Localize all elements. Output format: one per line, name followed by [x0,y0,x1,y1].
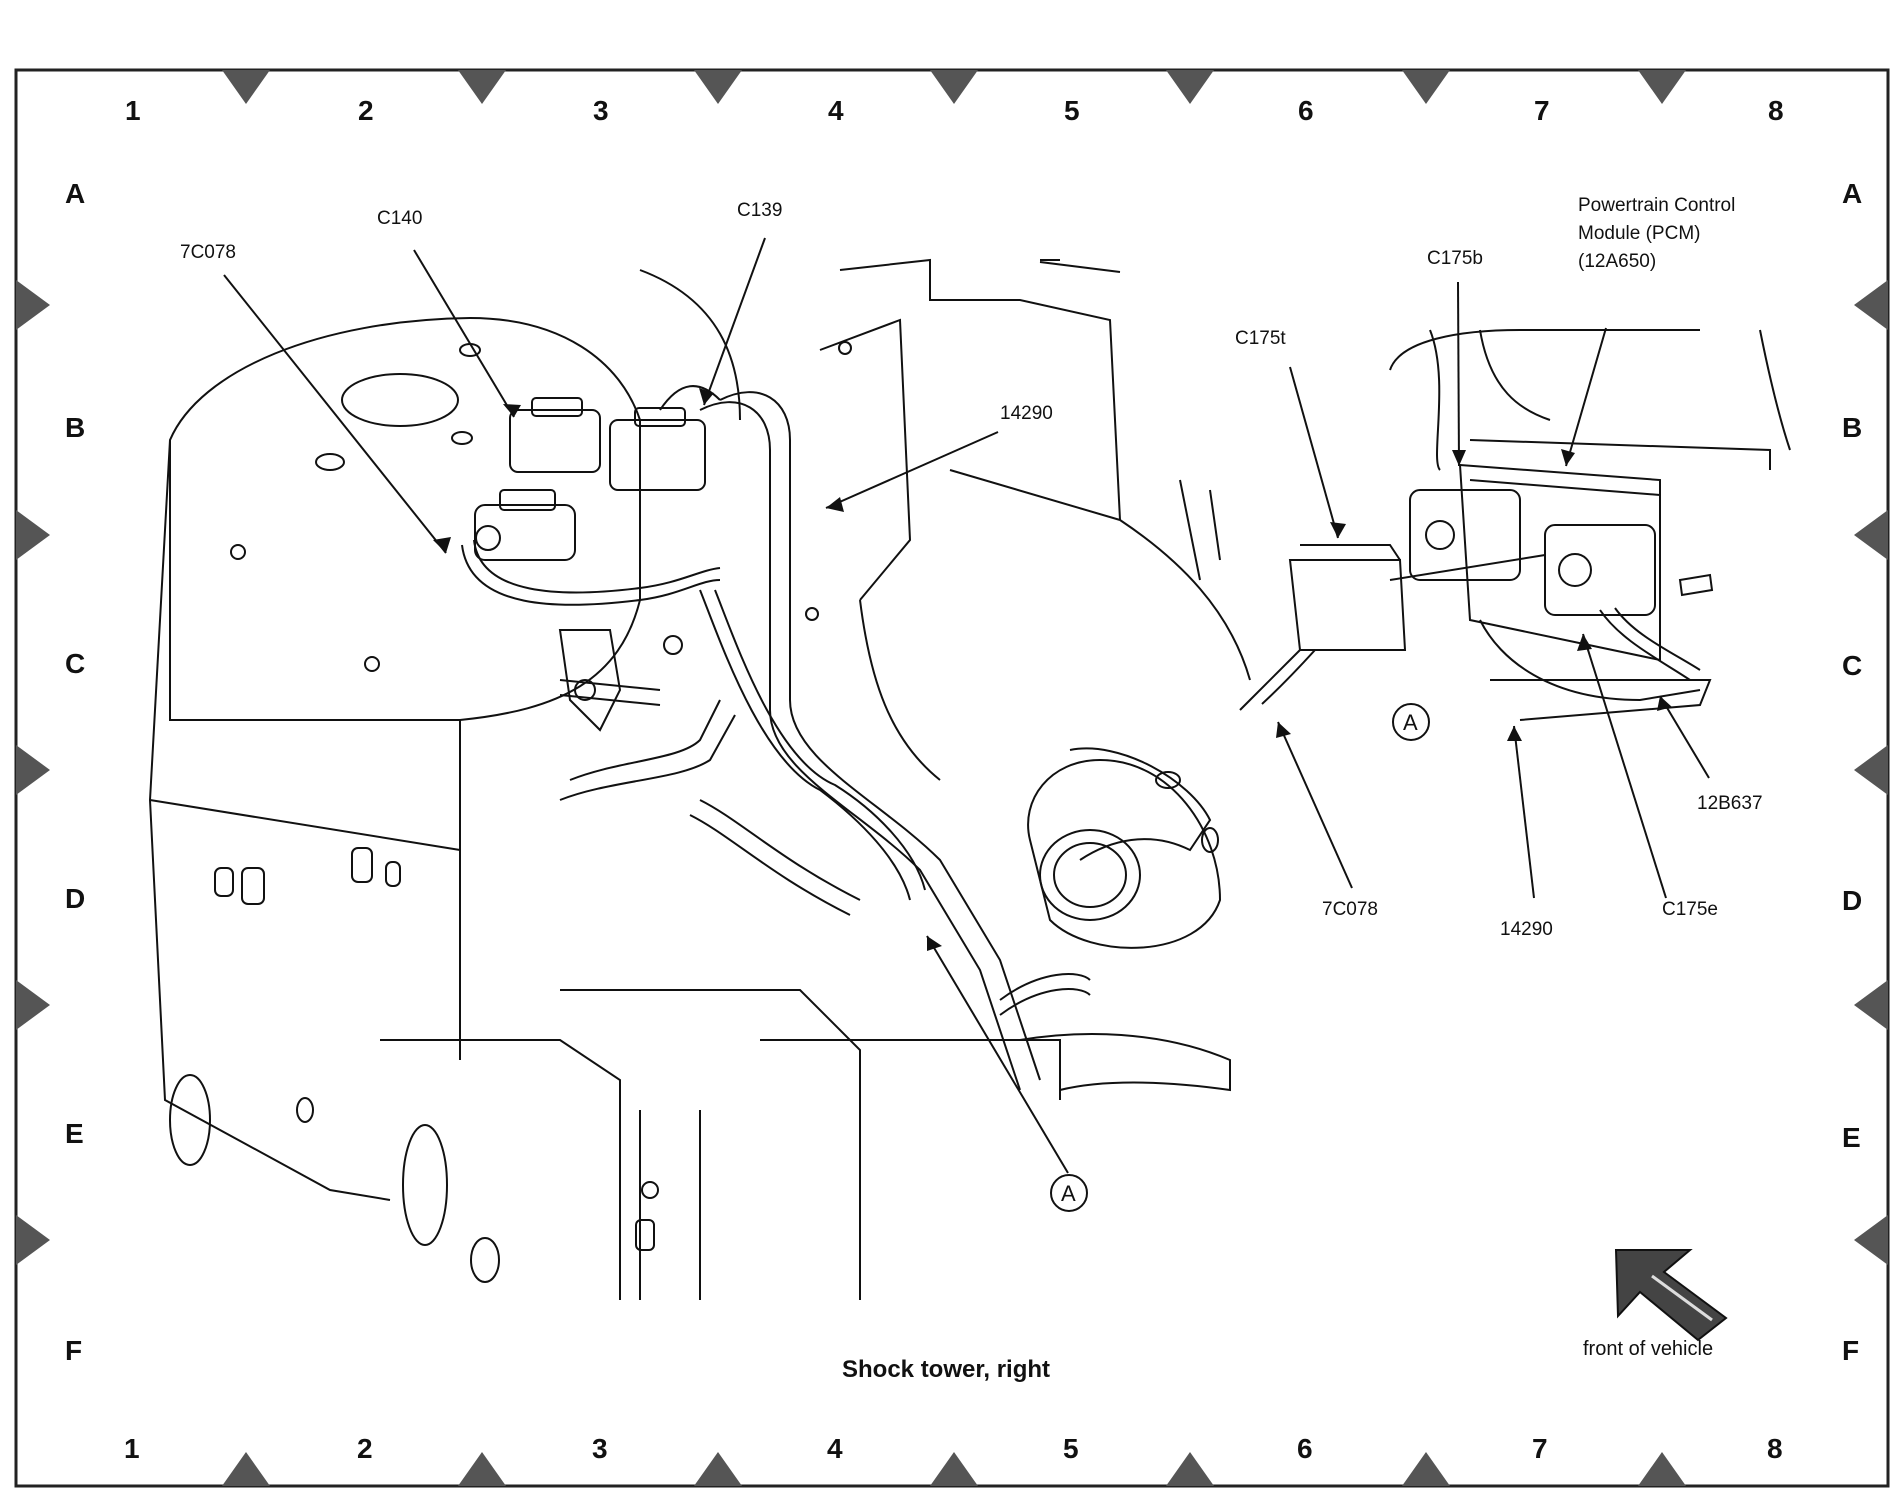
column-label-3-bottom: 3 [592,1433,608,1464]
column-label-7-top: 7 [1534,95,1550,126]
callout-pcm: Powertrain Control Module (PCM) (12A650) [1578,195,1736,272]
leader-lines [223,237,1710,1174]
row-label-c-left: C [65,648,86,679]
detail-circle-bottom [1050,1174,1088,1212]
row-label-a-left: A [65,178,86,209]
diagram-border [14,68,1890,1488]
harness-left [461,385,1091,1091]
row-label-a-right: A [1842,178,1863,209]
row-label-f-right: F [1842,1335,1860,1366]
column-label-6-bottom: 6 [1297,1433,1313,1464]
column-label-4-bottom: 4 [827,1433,843,1464]
front-of-vehicle-label: front of vehicle [1583,1338,1714,1360]
callout-c175t: C175t [1235,328,1286,349]
callout-c175b: C175b [1427,248,1483,269]
row-label-e-right: E [1842,1122,1861,1153]
detail-marker-bottom: A [1061,1181,1076,1206]
inner-fender-outline [639,258,1251,1092]
column-label-8-top: 8 [1768,95,1784,126]
column-label-4-top: 4 [828,95,844,126]
row-label-b-left: B [65,412,86,443]
callout-c139: C139 [737,200,783,221]
column-label-5-bottom: 5 [1063,1433,1079,1464]
callout-14290-left: 14290 [1000,403,1053,424]
row-label-f-left: F [65,1335,83,1366]
row-label-c-right: C [1842,650,1863,681]
callout-7c078-right: 7C078 [1322,899,1378,920]
row-label-b-right: B [1842,412,1863,443]
detail-marker-right: A [1403,710,1418,735]
diagram-caption: Shock tower, right [842,1356,1051,1383]
zone-markers [16,70,1888,1486]
column-label-2-bottom: 2 [357,1433,373,1464]
callout-7c078-left: 7C078 [180,242,236,263]
callout-14290-right: 14290 [1500,919,1553,940]
callout-c175e: C175e [1662,899,1718,920]
row-label-d-left: D [65,883,86,914]
row-label-d-right: D [1842,885,1863,916]
detail-circle-right [1392,703,1430,741]
column-label-5-top: 5 [1064,95,1080,126]
callout-12b637: 12B637 [1697,793,1763,814]
column-label-8-bottom: 8 [1767,1433,1783,1464]
callout-c140: C140 [377,208,423,229]
column-label-1-bottom: 1 [124,1433,140,1464]
column-label-6-top: 6 [1298,95,1314,126]
column-label-7-bottom: 7 [1532,1433,1548,1464]
row-label-e-left: E [65,1118,84,1149]
front-of-vehicle-arrow-icon [1614,1249,1728,1342]
connectors-left [474,397,706,732]
column-label-1-top: 1 [125,95,141,126]
column-label-2-top: 2 [358,95,374,126]
pcm-detail [1239,329,1791,721]
arrowheads [433,388,1672,951]
column-label-3-top: 3 [593,95,609,126]
